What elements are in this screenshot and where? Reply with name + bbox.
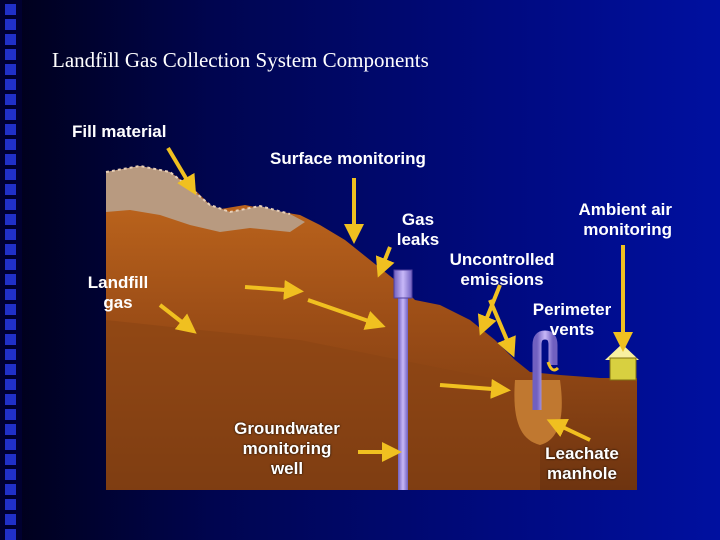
border-square (5, 349, 16, 360)
uncontrolled-line1: Uncontrolled (449, 250, 555, 269)
border-square (5, 394, 16, 405)
fill-material-layer (106, 166, 305, 232)
border-square (5, 64, 16, 75)
landfill-gas-line2: gas (103, 293, 133, 312)
border-square (5, 379, 16, 390)
groundwater-well-pipe (398, 280, 408, 490)
subsoil-layer (106, 320, 540, 490)
perimeter-vent-pipe (532, 330, 558, 410)
border-square (5, 199, 16, 210)
uncontrolled-line2: emissions (460, 270, 544, 289)
border-square (5, 124, 16, 135)
ambient-air-line2: monitoring (583, 220, 672, 239)
arrow-landfill-gas-3 (307, 298, 386, 330)
label-fill-material: Fill material (72, 122, 167, 141)
left-border-pattern (0, 0, 22, 540)
leachate-line2: manhole (547, 464, 617, 483)
label-groundwater-well: Groundwater monitoring well (222, 419, 352, 479)
arrow-landfill-gas-2 (158, 303, 197, 334)
arrow-landfill-gas-1 (244, 279, 304, 300)
border-square (5, 169, 16, 180)
border-square (5, 4, 16, 15)
groundwater-line3: well (270, 459, 304, 478)
landfill-gas-line1: Landfill (87, 273, 149, 292)
border-square (5, 79, 16, 90)
label-surface-monitoring: Surface monitoring (270, 149, 426, 168)
border-square (5, 154, 16, 165)
border-square (5, 214, 16, 225)
border-square (5, 244, 16, 255)
border-square (5, 49, 16, 60)
arrow-gas-leaks (375, 246, 395, 278)
border-square (5, 319, 16, 330)
arrow-leachate (546, 418, 591, 442)
arrow-uncontrolled (477, 284, 502, 336)
border-square (5, 19, 16, 30)
leachate-line1: Leachate (545, 444, 619, 463)
border-square (5, 229, 16, 240)
border-square (5, 274, 16, 285)
label-uncontrolled-emissions: Uncontrolled emissions (437, 250, 567, 290)
border-square (5, 409, 16, 420)
monitoring-station-roof (605, 344, 639, 360)
label-leachate-manhole: Leachate manhole (534, 444, 630, 484)
border-square (5, 529, 16, 540)
label-gas-leaks: Gas leaks (388, 210, 448, 250)
monitoring-station (609, 357, 637, 381)
border-square (5, 184, 16, 195)
label-landfill-gas: Landfill gas (80, 273, 156, 313)
perimeter-line1: Perimeter (532, 300, 612, 319)
border-square (5, 514, 16, 525)
groundwater-line1: Groundwater (234, 419, 340, 438)
border-square (5, 469, 16, 480)
border-square (5, 334, 16, 345)
border-square (5, 34, 16, 45)
ambient-air-line1: Ambient air (578, 200, 672, 219)
border-square (5, 109, 16, 120)
border-square (5, 454, 16, 465)
border-square (5, 259, 16, 270)
border-square (5, 424, 16, 435)
border-square (5, 484, 16, 495)
border-square (5, 364, 16, 375)
border-square (5, 94, 16, 105)
label-ambient-air: Ambient air monitoring (558, 200, 672, 240)
gas-leaks-line1: Gas (401, 210, 435, 229)
border-square (5, 439, 16, 450)
arrow-perimeter-vent (488, 299, 516, 358)
arrow-fill-material (166, 146, 197, 196)
gas-leaks-line2: leaks (396, 230, 440, 249)
label-perimeter-vents: Perimeter vents (522, 300, 622, 340)
arrow-landfill-gas-4 (439, 378, 511, 399)
border-square (5, 289, 16, 300)
border-square (5, 139, 16, 150)
border-square (5, 304, 16, 315)
slide-title: Landfill Gas Collection System Component… (52, 48, 429, 72)
groundwater-line2: monitoring (242, 439, 332, 458)
border-square (5, 499, 16, 510)
perimeter-line2: vents (549, 320, 595, 339)
